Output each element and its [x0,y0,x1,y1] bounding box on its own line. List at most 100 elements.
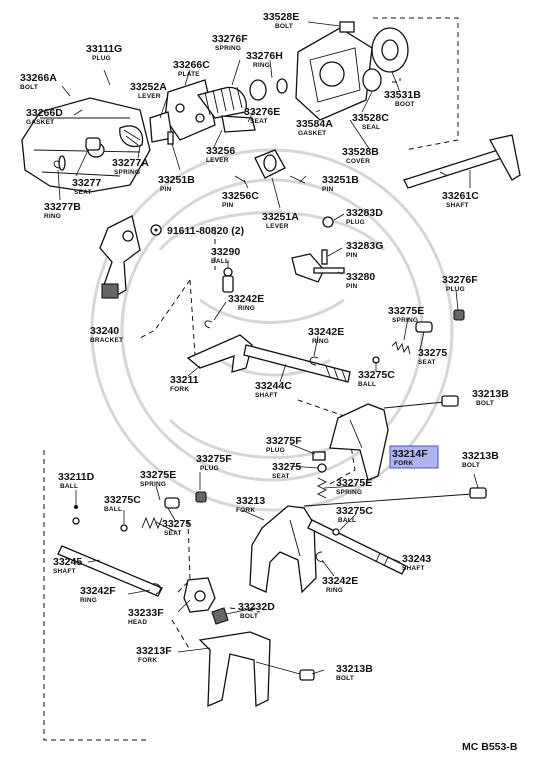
svg-text:RING: RING [80,597,97,604]
svg-text:RING: RING [253,62,270,69]
svg-text:33266C: 33266C [173,59,210,71]
svg-text:BOOT: BOOT [395,101,415,108]
shaft-33244c [243,344,351,383]
svg-text:RING: RING [238,305,255,312]
svg-text:33280: 33280 [346,271,375,283]
head-33233f [183,577,216,613]
svg-text:33232D: 33232D [238,601,275,613]
svg-text:33242E: 33242E [308,326,344,338]
svg-text:SPRING: SPRING [215,45,241,52]
svg-text:BRACKET: BRACKET [90,337,123,344]
svg-text:33242E: 33242E [228,293,264,305]
svg-text:33111G: 33111G [86,43,122,55]
svg-text:HEAD: HEAD [128,619,147,626]
svg-text:SEAL: SEAL [362,124,380,131]
svg-text:BOLT: BOLT [275,23,293,30]
svg-text:BOLT: BOLT [240,613,258,620]
svg-text:33266A: 33266A [20,72,57,84]
svg-text:33275: 33275 [272,461,301,473]
svg-text:33275: 33275 [418,347,447,359]
svg-text:33275: 33275 [162,518,191,530]
svg-text:33528C: 33528C [352,112,389,124]
shaft-33243 [307,519,407,575]
svg-text:RING: RING [312,338,329,345]
svg-text:33266D: 33266D [26,107,63,119]
svg-text:SEAT: SEAT [164,530,182,537]
svg-text:33243: 33243 [402,553,431,565]
svg-text:FORK: FORK [236,507,255,514]
svg-text:33213F: 33213F [136,645,172,657]
svg-text:33251A: 33251A [262,211,299,223]
svg-text:33276F: 33276F [212,33,248,45]
svg-text:33275E: 33275E [388,305,424,317]
svg-text:33245: 33245 [53,556,82,568]
svg-text:SHAFT: SHAFT [255,392,278,399]
label-91611[interactable]: 91611-80820 (2) [167,225,244,237]
svg-text:33275F: 33275F [266,435,302,447]
svg-text:SHAFT: SHAFT [53,568,76,575]
svg-text:33240: 33240 [90,325,119,337]
bolt-91611 [150,224,162,236]
svg-text:33275C: 33275C [336,505,373,517]
svg-text:33531B: 33531B [384,89,421,101]
svg-text:LEVER: LEVER [266,223,289,230]
svg-text:33275C: 33275C [358,369,395,381]
